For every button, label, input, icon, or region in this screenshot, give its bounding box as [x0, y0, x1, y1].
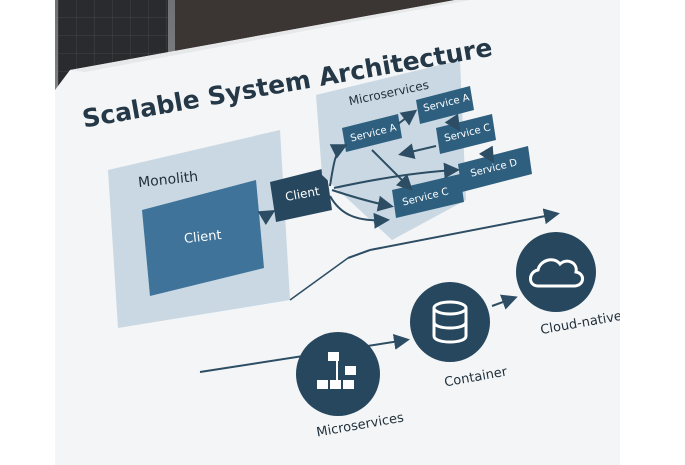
service-box-d	[458, 146, 532, 192]
arrow-c1-left	[398, 143, 437, 160]
arrow-servicea2-to-c1	[444, 113, 461, 132]
left-margin	[0, 0, 55, 465]
arrow-c1-to-d	[478, 145, 495, 164]
arrow-servicea-down	[371, 149, 413, 191]
cloud-icon	[529, 258, 584, 288]
service-box-a2	[416, 86, 474, 124]
service-box-c1	[436, 114, 496, 154]
arrow-monolith-to-client	[257, 209, 276, 226]
gateway-client-box	[270, 168, 332, 222]
monolith-client-box	[142, 180, 264, 296]
service-box-a1	[342, 114, 402, 152]
arrow-client-to-service-c2	[331, 189, 394, 212]
arrow-client-to-service-a	[329, 144, 348, 187]
stage-circle-container	[410, 282, 490, 362]
arrow-servicea-to-servicea	[397, 109, 418, 126]
database-icon	[432, 300, 468, 344]
timeline-arrow-mid	[347, 249, 371, 259]
service-box-c2	[392, 174, 464, 218]
arrow-container-to-cloud	[491, 294, 518, 310]
hierarchy-icon	[317, 352, 356, 389]
right-margin	[620, 0, 685, 465]
timeline-arrow-top	[369, 208, 560, 251]
stage-circle-cloud	[516, 232, 596, 312]
timeline-arrow-diag	[289, 257, 349, 301]
arrow-client-down	[329, 195, 390, 229]
